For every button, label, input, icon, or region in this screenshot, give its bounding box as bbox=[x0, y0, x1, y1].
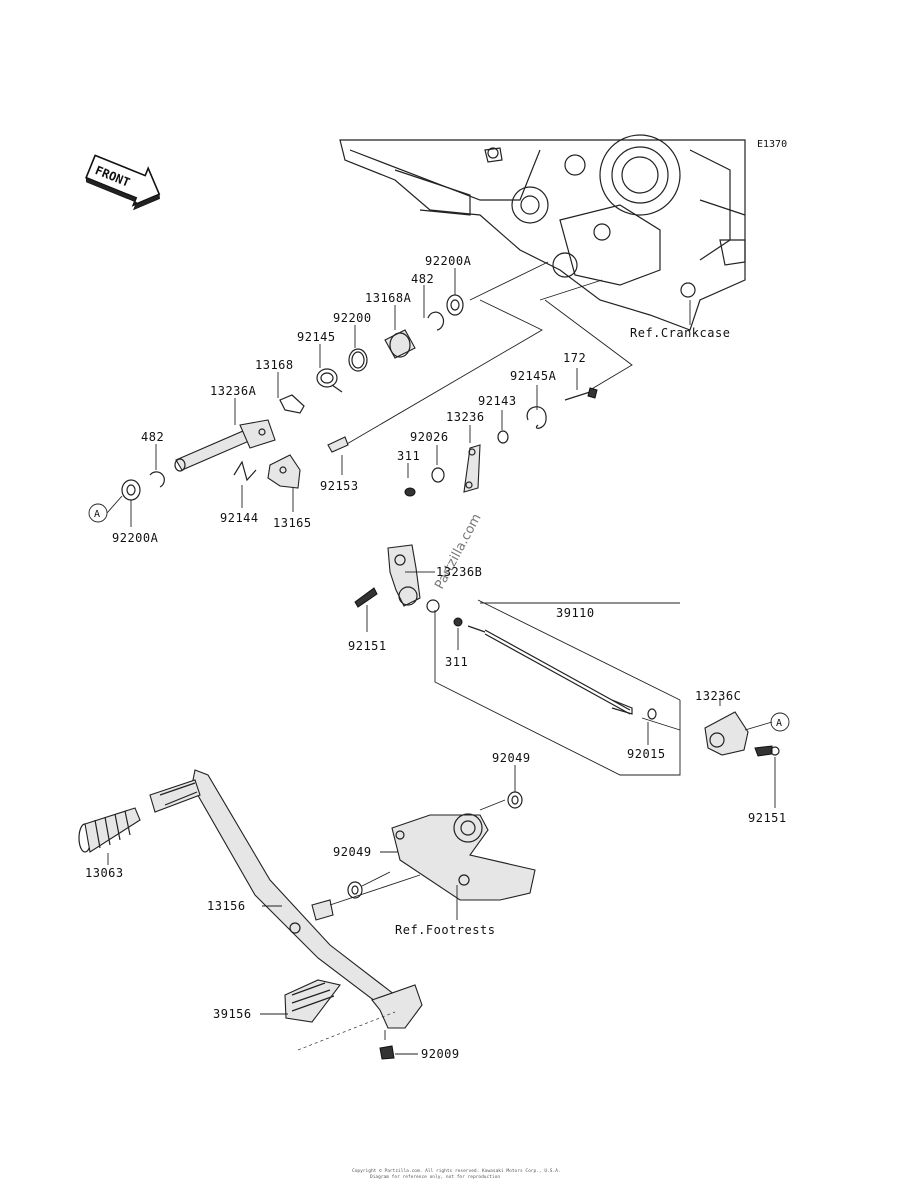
crankcase-drawing: Ref.Crankcase bbox=[339, 134, 746, 340]
label-311-mid: 311 bbox=[445, 655, 468, 669]
label-92143: 92143 bbox=[478, 394, 517, 408]
label-13063: 13063 bbox=[85, 866, 124, 880]
label-92151-left: 92151 bbox=[348, 639, 387, 653]
front-arrow-icon: FRONT bbox=[85, 154, 161, 211]
label-13236C: 13236C bbox=[695, 689, 741, 703]
label-92145A: 92145A bbox=[510, 369, 557, 383]
footer-line-2: Diagram for reference only, not for repr… bbox=[370, 1174, 500, 1180]
diagram-code: E1370 bbox=[757, 139, 787, 150]
label-13168: 13168 bbox=[255, 358, 294, 372]
label-172: 172 bbox=[563, 351, 586, 365]
label-92151-right: 92151 bbox=[748, 811, 787, 825]
label-92153: 92153 bbox=[320, 479, 359, 493]
label-92145: 92145 bbox=[297, 330, 336, 344]
label-311-top: 311 bbox=[397, 449, 420, 463]
watermark-text: Partzilla.com bbox=[432, 511, 484, 591]
ref-footrests-label: Ref.Footrests bbox=[395, 923, 495, 937]
shift-pedal-assembly bbox=[78, 769, 536, 1060]
label-13156: 13156 bbox=[207, 899, 246, 913]
label-482-left: 482 bbox=[141, 430, 164, 444]
label-92200A-left: 92200A bbox=[112, 531, 159, 545]
label-92009: 92009 bbox=[421, 1047, 460, 1061]
label-13236B: 13236B bbox=[436, 565, 482, 579]
callout-a-left: A bbox=[94, 509, 100, 520]
label-92144: 92144 bbox=[220, 511, 259, 525]
label-92049-mid: 92049 bbox=[333, 845, 372, 859]
label-92200A-top: 92200A bbox=[425, 254, 472, 268]
label-92200: 92200 bbox=[333, 311, 372, 325]
label-13165: 13165 bbox=[273, 516, 312, 530]
ref-crankcase-label: Ref.Crankcase bbox=[630, 326, 730, 340]
label-92015: 92015 bbox=[627, 747, 666, 761]
label-482-top: 482 bbox=[411, 272, 434, 286]
upper-shift-parts bbox=[121, 294, 598, 501]
label-13168A: 13168A bbox=[365, 291, 412, 305]
label-39110: 39110 bbox=[556, 606, 595, 620]
footer-line-1: Copyright © Partzilla.com. All rights re… bbox=[352, 1168, 561, 1174]
callout-a-right: A bbox=[776, 718, 782, 729]
label-13236: 13236 bbox=[446, 410, 485, 424]
label-13236A: 13236A bbox=[210, 384, 257, 398]
linkage-rod-assembly bbox=[354, 544, 780, 757]
label-92049-top: 92049 bbox=[492, 751, 531, 765]
label-92026: 92026 bbox=[410, 430, 449, 444]
label-39156: 39156 bbox=[213, 1007, 252, 1021]
